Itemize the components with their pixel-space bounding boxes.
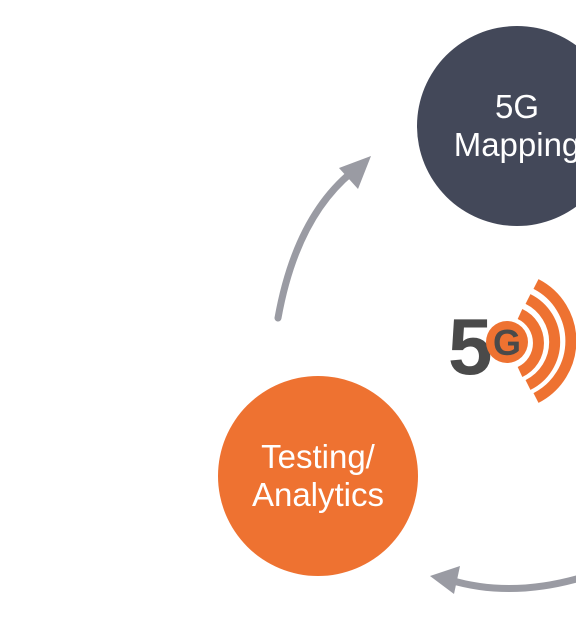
- logo-g-glyph: G: [493, 322, 521, 363]
- node-5g-mapping-line1: 5G: [494, 88, 540, 125]
- logo-5-glyph: 5: [448, 302, 493, 391]
- node-5g-mapping-line2: Mapping: [453, 126, 576, 163]
- node-testing-line1: Testing/: [261, 438, 375, 475]
- logo-g-badge: [486, 321, 528, 363]
- arrow-testing-to-mapping: [274, 168, 356, 322]
- node-testing-analytics: Testing/ Analytics: [218, 376, 418, 576]
- node-5g-mapping: 5G Mapping: [417, 26, 576, 226]
- node-testing-line2: Analytics: [251, 476, 385, 513]
- arrowhead-up-icon: [339, 156, 371, 189]
- signal-waves-icon: [517, 279, 576, 403]
- arrow-into-testing: [446, 575, 576, 592]
- arrowhead-left-icon: [430, 566, 460, 594]
